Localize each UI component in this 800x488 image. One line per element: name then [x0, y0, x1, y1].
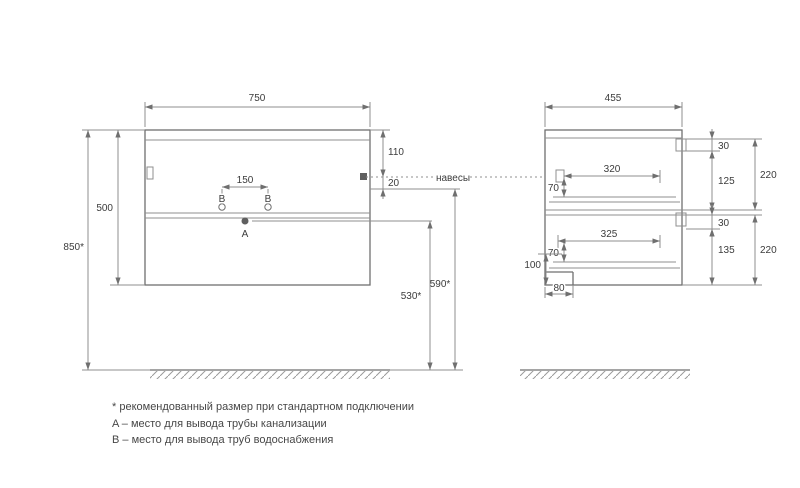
outlet-b-label-right: B	[265, 194, 272, 205]
dim-top-drawer-depth-label: 320	[604, 164, 621, 175]
side-view: 455 320 70 325 70 100 80	[523, 93, 777, 298]
outlet-b-label-left: B	[219, 194, 226, 205]
hanger-bracket-left-icon	[146, 166, 154, 180]
footnote-outlet-b: B – место для вывода труб водоснабжения	[112, 434, 333, 446]
dim-bracket-to-divider-label: 125	[718, 176, 735, 187]
dim-top-drawer-inner-label: 70	[548, 183, 560, 194]
dim-overall-height-label: 850*	[63, 242, 84, 253]
dim-top-section-height-label: 220	[760, 170, 777, 181]
footnote-recommended-size: * рекомендованный размер при стандартном…	[112, 401, 414, 413]
front-view: 750 500 850* 110 20 150	[63, 93, 463, 371]
hangers-reference: навесы	[366, 173, 545, 184]
dim-bracket-to-bottom-label: 135	[718, 245, 735, 256]
front-view-cabinet-outline	[144, 129, 371, 286]
hanger-bracket-right-icon	[360, 173, 367, 180]
dim-outlet-spacing-label: 150	[237, 175, 254, 186]
dim-depth-label: 455	[605, 93, 622, 104]
water-outlet-b-left-icon	[218, 203, 226, 211]
outlet-a-label: A	[242, 229, 249, 240]
drawer-rail-icon	[555, 169, 565, 183]
dim-bottom-section-height-label: 220	[760, 245, 777, 256]
dim-width-label: 750	[249, 93, 266, 104]
front-view-dimensions: 750 500 850* 110 20 150	[63, 93, 463, 371]
side-view-dimensions: 455 320 70 325 70 100 80	[523, 93, 777, 298]
ground-left	[150, 369, 390, 379]
dim-base-height-label: 100	[524, 260, 541, 271]
ground-hatch-icon	[150, 371, 390, 379]
drain-outlet-a-icon	[241, 217, 249, 225]
dim-hanger-offset-label: 20	[388, 178, 400, 189]
dim-outlet-b-height-label: 590*	[430, 279, 451, 290]
dim-top-to-hangers-label: 110	[388, 147, 404, 158]
dim-bottom-bracket-height-label: 30	[718, 218, 730, 229]
water-outlet-b-right-icon	[264, 203, 272, 211]
footnotes: * рекомендованный размер при стандартном…	[112, 401, 414, 446]
side-view-cabinet-outline	[544, 129, 687, 286]
ground-hatch-icon	[520, 371, 690, 379]
outlets: B B A	[217, 193, 273, 242]
dim-outlet-a-height-label: 530*	[401, 291, 422, 302]
ground-right	[520, 369, 690, 379]
hangers-label: навесы	[436, 173, 470, 184]
footnote-outlet-a: A – место для вывода трубы канализации	[112, 418, 327, 430]
dim-height-label: 500	[96, 203, 113, 214]
wall-bracket-top-icon	[675, 138, 687, 152]
dim-top-bracket-height-label: 30	[718, 141, 730, 152]
dim-bottom-drawer-depth-label: 325	[601, 229, 618, 240]
dim-recess-depth-label: 80	[553, 283, 565, 294]
wall-bracket-bottom-icon	[675, 212, 687, 227]
